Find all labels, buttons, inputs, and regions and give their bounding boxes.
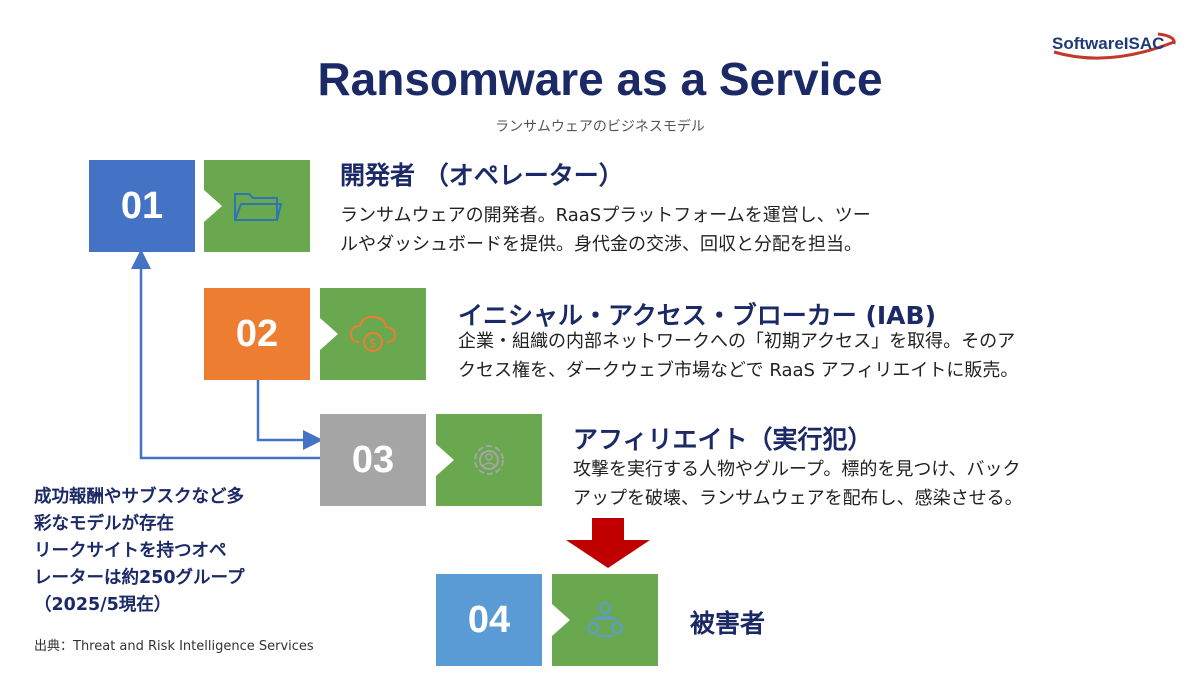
note-line-2: 彩なモデルが存在 [34,514,174,534]
step-02-heading: イニシャル・アクセス・ブローカー (IAB) [458,301,937,330]
step-03-line-2: アップを破壊、ランサムウェアを配布し、感染させる。 [573,488,1023,509]
note-line-1: 成功報酬やサブスクなど多 [34,487,244,507]
step-01-number: 01 [120,184,164,227]
step-02-line-2: クセス権を、ダークウェブ市場などで RaaS アフィリエイトに販売。 [458,360,1019,381]
step-02-line-1: 企業・組織の内部ネットワークへの「初期アクセス」を取得。そのア [458,331,1016,352]
step-01-number-box: 01 [89,160,195,252]
step-02-number-box: 02 [204,288,310,380]
step-02-description: 企業・組織の内部ネットワークへの「初期アクセス」を取得。そのア クセス権を、ダー… [458,327,1018,385]
svg-text:$: $ [369,336,377,350]
folder-icon [234,193,283,221]
step-01-notch [204,190,222,222]
step-03-heading: アフィリエイト（実行犯） [573,425,873,454]
cloud-money-icon: $ [349,315,397,352]
step-01-line-2: ルやダッシュボードを提供。身代金の交渉、回収と分配を担当。 [340,234,862,255]
connector-02-to-03 [256,380,323,450]
people-icon [587,602,623,637]
step-02-notch [320,318,338,350]
step-04-number: 04 [467,598,511,641]
step-03-line-1: 攻撃を実行する人物やグループ。標的を見つけ、バック [573,459,1021,480]
step-01-line-1: ランサムウェアの開発者。RaaSプラットフォームを運営し、ツー [340,205,871,226]
step-03-number: 03 [351,438,395,481]
note-line-5: （2025/5現在） [34,595,172,615]
step-03-number-box: 03 [320,414,426,506]
step-01-description: ランサムウェアの開発者。RaaSプラットフォームを運営し、ツー ルやダッシュボー… [340,201,871,259]
down-arrow-icon [566,518,650,568]
step-02-number: 02 [235,312,279,355]
software-isac-logo: SoftwareISAC [1048,28,1180,68]
step-03-description: 攻撃を実行する人物やグループ。標的を見つけ、バック アップを破壊、ランサムウェア… [573,455,1023,513]
logo-text: SoftwareISAC [1052,34,1165,53]
logo-swoosh-icon [1053,32,1176,60]
source-citation: 出典：Threat and Risk Intelligence Services [34,639,314,654]
step-04-notch [552,604,570,636]
step-01-heading: 開発者 （オペレーター） [340,161,624,190]
step-03-notch [436,444,454,476]
page-subtitle: ランサムウェアのビジネスモデル [495,119,705,135]
gear-icon [474,445,504,475]
note-line-3: リークサイトを持つオペ [34,541,227,561]
side-note: 成功報酬やサブスクなど多 彩なモデルが存在 リークサイトを持つオペ レーターは約… [34,484,244,619]
page-title: Ransomware as a Service [317,53,883,105]
connector-03-to-01 [131,249,320,460]
step-04-number-box: 04 [436,574,542,666]
step-04-heading: 被害者 [690,609,766,638]
note-line-4: レーターは約250グループ [34,568,245,588]
